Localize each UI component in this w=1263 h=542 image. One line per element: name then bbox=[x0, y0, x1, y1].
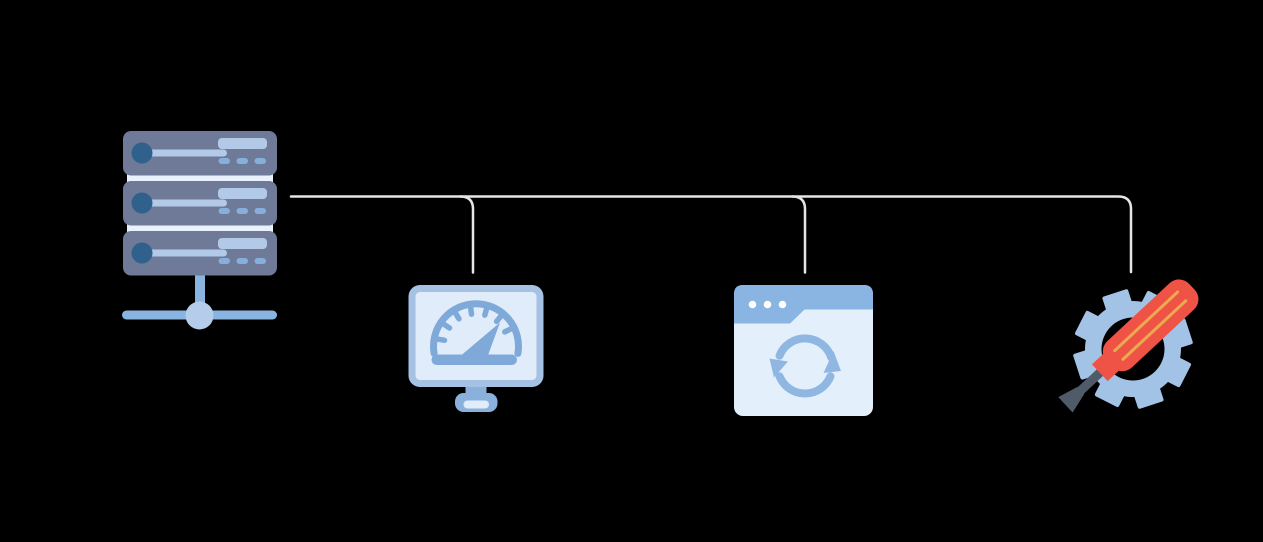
server-unit bbox=[123, 131, 277, 176]
handle-stripes bbox=[1113, 290, 1188, 361]
server-separator bbox=[127, 173, 273, 183]
sync-arrowhead-right bbox=[823, 351, 841, 373]
server-panel bbox=[218, 238, 267, 249]
screwdriver bbox=[1058, 279, 1199, 413]
sync-arc-top bbox=[775, 334, 836, 362]
server-knob-icon bbox=[131, 192, 153, 214]
connector-branch-monitor bbox=[459, 195, 475, 274]
gauge-arc bbox=[430, 300, 522, 357]
server-rack-icon bbox=[122, 131, 277, 330]
connector-main-line bbox=[289, 195, 1133, 274]
gauge-ticks bbox=[434, 304, 514, 344]
window-dot bbox=[748, 300, 757, 309]
connector-lines bbox=[289, 195, 1133, 274]
screwdriver-neck bbox=[1091, 352, 1121, 382]
screwdriver-handle bbox=[1102, 279, 1199, 372]
browser-header bbox=[734, 285, 873, 324]
window-dot bbox=[778, 300, 787, 309]
connector-branch-browser bbox=[791, 195, 807, 274]
server-panel bbox=[218, 188, 267, 199]
server-panel bbox=[218, 138, 267, 149]
performance-monitor-icon bbox=[408, 285, 544, 412]
server-knob-icon bbox=[131, 242, 153, 264]
server-separator bbox=[127, 223, 273, 233]
monitor-stand-base-inner bbox=[463, 400, 489, 409]
window-dot bbox=[763, 300, 772, 309]
gear-screwdriver-icon bbox=[1058, 279, 1199, 413]
sync-arrowhead-left bbox=[769, 358, 788, 378]
gear-teeth bbox=[1073, 289, 1193, 409]
sync-arrows-icon bbox=[769, 334, 841, 398]
sync-arc-bottom bbox=[775, 372, 835, 398]
browser-sync-icon bbox=[734, 285, 873, 416]
server-unit bbox=[123, 181, 277, 226]
screwdriver-tip bbox=[1058, 386, 1085, 413]
gauge-needle bbox=[458, 322, 500, 358]
network-node bbox=[185, 301, 214, 330]
gauge-baseline bbox=[431, 354, 517, 365]
server-unit bbox=[123, 231, 277, 276]
network-line bbox=[122, 270, 277, 330]
server-knob-icon bbox=[131, 142, 153, 164]
